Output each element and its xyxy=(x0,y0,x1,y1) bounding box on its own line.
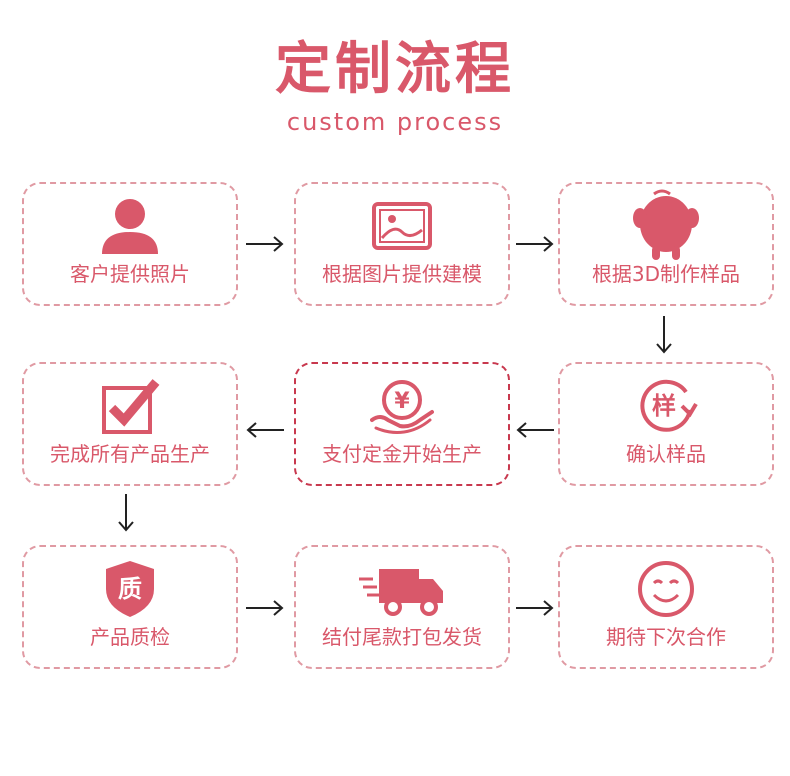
step-future-cooperation: 期待下次合作 xyxy=(558,545,774,669)
step-deposit: ¥ 支付定金开始生产 xyxy=(294,362,510,486)
quality-glyph: 质 xyxy=(118,575,142,603)
step-label: 根据3D制作样品 xyxy=(591,262,741,286)
arrow-left-icon xyxy=(244,420,286,440)
step-label: 根据图片提供建模 xyxy=(322,262,482,286)
quality-shield-icon: 质 xyxy=(98,559,162,619)
step-label: 结付尾款打包发货 xyxy=(322,625,482,649)
step-label: 支付定金开始生产 xyxy=(322,442,482,466)
step-modeling: 根据图片提供建模 xyxy=(294,182,510,306)
step-final-payment-shipping: 结付尾款打包发货 xyxy=(294,545,510,669)
mascot-figure-icon xyxy=(628,188,704,260)
arrow-down-icon xyxy=(116,492,136,534)
sample-refresh-icon: 样 xyxy=(634,376,698,436)
arrow-right-icon xyxy=(514,234,556,254)
step-label: 产品质检 xyxy=(90,625,170,649)
step-label: 期待下次合作 xyxy=(606,625,726,649)
step-sample-3d: 根据3D制作样品 xyxy=(558,182,774,306)
arrow-right-icon xyxy=(244,598,286,618)
arrow-left-icon xyxy=(514,420,556,440)
step-mass-production: 完成所有产品生产 xyxy=(22,362,238,486)
yuan-coin-hand-icon: ¥ xyxy=(370,376,434,436)
page-subtitle: custom process xyxy=(286,108,504,136)
arrow-right-icon xyxy=(514,598,556,618)
step-label: 客户提供照片 xyxy=(70,262,190,286)
step-confirm-sample: 样 确认样品 xyxy=(558,362,774,486)
sample-glyph: 样 xyxy=(652,392,676,420)
person-icon xyxy=(98,196,162,256)
smiley-icon xyxy=(634,559,698,619)
step-customer-photo: 客户提供照片 xyxy=(22,182,238,306)
arrow-down-icon xyxy=(654,314,674,356)
delivery-truck-icon xyxy=(357,559,447,619)
checkbox-icon xyxy=(98,376,162,436)
image-icon xyxy=(370,196,434,256)
step-quality-check: 质 产品质检 xyxy=(22,545,238,669)
svg-text:¥: ¥ xyxy=(394,389,410,414)
step-label: 完成所有产品生产 xyxy=(50,442,210,466)
page-title: 定制流程 xyxy=(275,37,515,102)
arrow-right-icon xyxy=(244,234,286,254)
step-label: 确认样品 xyxy=(626,442,706,466)
